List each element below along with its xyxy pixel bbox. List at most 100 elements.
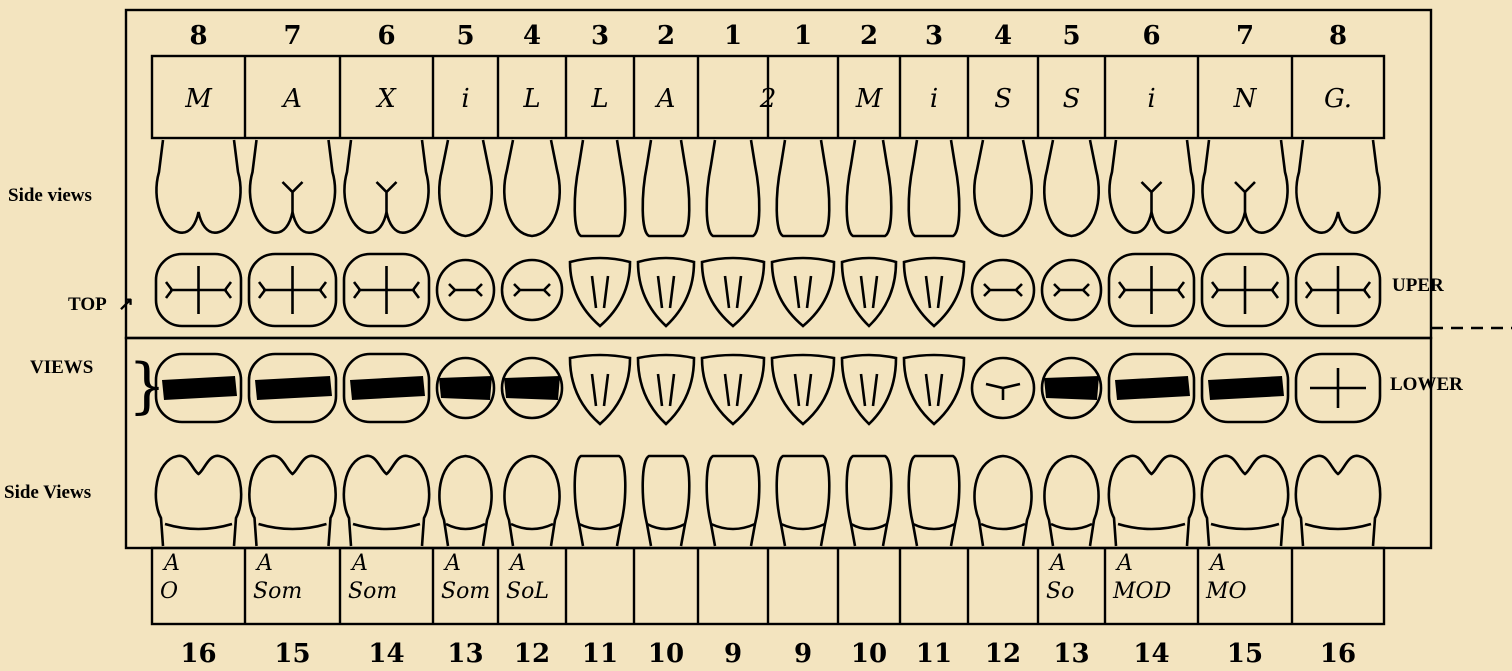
upper-side-tooth	[439, 140, 491, 236]
upper-handwriting: MAXiLLA2MiSSiNG.	[184, 84, 1352, 114]
upper-tooth-number: 7	[1236, 21, 1254, 51]
lower-handwriting-top: A	[1048, 551, 1066, 576]
lower-top-tooth-fissure	[986, 384, 1020, 400]
upper-side-tooth	[643, 140, 690, 236]
upper-side-tooth-fissure	[377, 182, 397, 212]
upper-tooth-number: 8	[1329, 21, 1347, 51]
upper-top-tooth	[772, 258, 834, 326]
upper-top-tooth-fissure	[926, 276, 942, 308]
lower-handwriting-bottom: MO	[1205, 579, 1247, 604]
lower-top-tooth	[772, 355, 834, 424]
upper-top-tooth-fissure	[658, 276, 674, 308]
lower-handwriting-bottom: SoL	[506, 579, 549, 604]
upper-side-tooth	[575, 140, 626, 236]
upper-side-tooth	[974, 140, 1031, 236]
lower-side-tooth	[1109, 456, 1194, 546]
upper-tooth-number: 3	[925, 21, 943, 51]
lower-side-tooth	[504, 456, 559, 546]
upper-top-tooth-fissure	[984, 284, 1022, 296]
upper-side-tooth-fissure	[1142, 182, 1162, 212]
lower-side-tooth-cej	[913, 524, 955, 529]
lower-side-tooth-cej	[851, 524, 887, 529]
upper-top-tooth-fissure	[354, 266, 419, 314]
lower-side-tooth	[974, 456, 1031, 546]
lower-tooth-number: 16	[180, 639, 216, 669]
lower-top-tooth-fissure	[658, 374, 674, 406]
upper-side-tooth	[344, 140, 428, 233]
lower-handwriting-top: A	[255, 551, 273, 576]
lower-side-tooth	[847, 456, 892, 546]
upper-handwriting-letter: A	[655, 84, 676, 114]
upper-top-tooth	[842, 258, 896, 326]
lower-side-tooth-cej	[647, 524, 685, 529]
upper-handwriting-letter: S	[1063, 84, 1081, 114]
lower-side-tooth-cej	[711, 524, 755, 529]
upper-side-tooth	[504, 140, 559, 236]
lower-handwriting-bottom: O	[160, 579, 178, 604]
lower-side-tooth	[643, 456, 690, 546]
upper-top-tooth	[904, 258, 964, 326]
lower-tooth-number: 15	[274, 639, 310, 669]
side-views-lower-label: Side Views	[4, 482, 91, 503]
lower-side-tooth-cej	[446, 524, 485, 529]
lower-top-tooth-fissure	[795, 374, 811, 406]
upper-top-tooth-fissure	[861, 276, 877, 308]
lower-side-tooth-cej	[1211, 524, 1279, 529]
lower-top-tooth-fissure	[592, 374, 608, 406]
lower-top-tooth	[904, 355, 964, 424]
lower-side-tooth	[909, 456, 960, 546]
lower-side-tooth-cej	[353, 524, 420, 529]
lower-top-tooth-filling	[255, 376, 332, 400]
lower-top-tooth-filling	[439, 376, 492, 400]
lower-tooth-number: 12	[985, 639, 1021, 669]
upper-handwriting-letter: A	[281, 84, 302, 114]
upper-tooth-number: 6	[1142, 21, 1160, 51]
upper-side-tooth	[777, 140, 830, 236]
lower-top-tooth-filling	[1208, 376, 1284, 400]
upper-handwriting-letter: M	[184, 84, 213, 114]
lower-top-tooth-filling	[504, 376, 560, 400]
lower-tooth-number: 12	[514, 639, 550, 669]
lower-handwriting-bottom: So	[1046, 579, 1074, 604]
lower-top-tooth-filling	[1115, 376, 1190, 400]
upper-top-tooth-fissure	[166, 266, 231, 314]
upper-tooth-number: 8	[189, 21, 207, 51]
lower-side-tooth	[1296, 456, 1380, 546]
upper-tooth-number: 1	[794, 21, 812, 51]
lower-top-tooth-fissure	[926, 374, 942, 406]
upper-tooth-number: 6	[377, 21, 395, 51]
views-label: VIEWS	[30, 357, 93, 378]
upper-side-tooth	[1044, 140, 1098, 236]
lower-side-tooth-cej	[1118, 524, 1185, 529]
upper-top-tooth-fissure	[725, 276, 741, 308]
lower-handwriting-top: A	[162, 551, 180, 576]
upper-top-tooth-fissure	[1306, 266, 1370, 314]
lower-side-tooth-cej	[511, 524, 553, 529]
upper-handwriting-letter: i	[1147, 84, 1155, 114]
lower-handwriting-top: A	[508, 551, 526, 576]
lower-tooth-number: 14	[368, 639, 404, 669]
lower-handwriting-top: A	[1208, 551, 1226, 576]
upper-tooth-number: 7	[283, 21, 301, 51]
upper-handwriting-letter: i	[930, 84, 938, 114]
lower-side-tooth	[439, 456, 491, 546]
lower-handwriting-bottom: Som	[253, 579, 302, 604]
lower-top-tooth-fissure	[1310, 368, 1366, 408]
upper-side-tooth	[250, 140, 335, 233]
top-label: TOP	[68, 294, 107, 315]
lower-top-tooth	[638, 355, 694, 424]
lower-handwriting-bottom: MOD	[1112, 579, 1172, 604]
upper-top-tooth-fissure	[1212, 266, 1278, 314]
upper-handwriting-letter: S	[994, 84, 1012, 114]
lower-tooth-number: 9	[724, 639, 742, 669]
lower-side-tooth-cej	[781, 524, 825, 529]
upper-top-tooth-fissure	[259, 266, 326, 314]
lower-side-tooth-cej	[1051, 524, 1092, 529]
upper-handwriting-letter: X	[375, 84, 397, 114]
upper-top-tooth-fissure	[1119, 266, 1184, 314]
lower-tooth-number: 11	[916, 639, 952, 669]
lower-side-tooth	[575, 456, 626, 546]
upper-tooth-number: 2	[860, 21, 878, 51]
lower-tooth-number: 14	[1133, 639, 1169, 669]
